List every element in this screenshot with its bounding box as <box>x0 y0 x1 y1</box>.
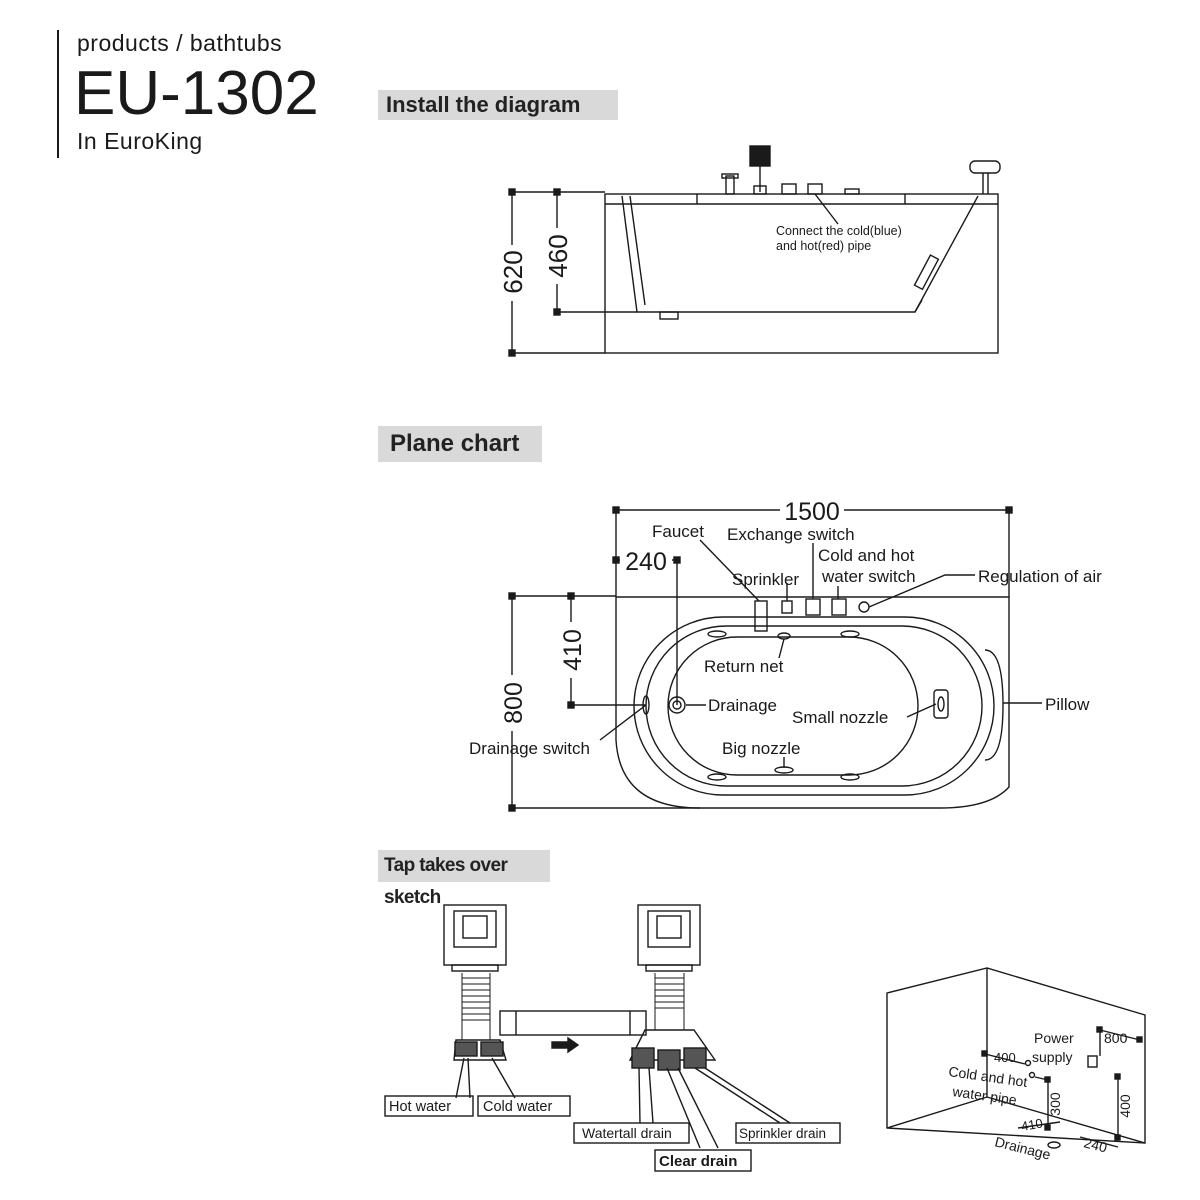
label-drainage-switch: Drainage switch <box>469 739 590 758</box>
dim-240: 240 <box>625 548 667 576</box>
label-sprinkler: Sprinkler <box>732 570 799 589</box>
tub-rim-outer <box>633 616 995 796</box>
air-regulator-icon <box>969 160 1001 174</box>
label-cold-hot-2: water switch <box>821 567 916 586</box>
right-tap-handle <box>637 904 701 966</box>
section-install-heading: Install the diagram <box>378 90 618 120</box>
tub-side-inner <box>621 195 979 313</box>
label-power: Power <box>1034 1030 1074 1046</box>
dim-1500: 1500 <box>784 498 840 526</box>
dim-620: 620 <box>498 250 528 293</box>
label-regulation-of-air: Regulation of air <box>978 567 1102 586</box>
label-return-net: Return net <box>704 657 784 676</box>
dim-800: 800 <box>500 682 528 724</box>
label-clear-drain: Clear drain <box>659 1153 737 1170</box>
install-diagram <box>498 145 1001 357</box>
label-drainage: Drainage <box>708 696 777 715</box>
label-cold-hot-1: Cold and hot <box>818 546 915 565</box>
faucet-icon <box>754 600 768 632</box>
label-faucet: Faucet <box>652 522 704 541</box>
small-nozzle-icon <box>933 689 949 719</box>
dim-410: 410 <box>559 629 587 671</box>
breadcrumb: products / bathtubs <box>77 30 283 56</box>
room-dim-410: 410 <box>1020 1115 1044 1134</box>
return-net-icon <box>777 632 791 640</box>
page-title: EU-1302 <box>74 59 319 128</box>
note-cold-blue: Connect the cold(blue) <box>776 224 902 238</box>
room-sketch <box>886 967 1146 1149</box>
header-divider <box>57 30 59 158</box>
faucet-handle-icon <box>749 145 771 167</box>
room-dim-300: 300 <box>1047 1092 1063 1116</box>
pillow-shape <box>984 649 1004 761</box>
room-dim-800: 800 <box>1104 1030 1128 1046</box>
cold-hot-switch-icon <box>831 598 847 616</box>
section-tap-heading: Tap takes over sketch <box>378 850 550 908</box>
label-cold-water: Cold water <box>483 1099 552 1115</box>
flow-arrow-icon <box>551 1036 580 1054</box>
label-small-nozzle: Small nozzle <box>792 708 888 727</box>
tub-basin <box>667 636 919 776</box>
tub-side-outline <box>604 193 999 354</box>
brand-subtitle: In EuroKing <box>77 128 203 154</box>
plane-chart <box>498 498 1042 812</box>
note-hot-red: and hot(red) pipe <box>776 239 871 253</box>
drain-hole-icon <box>1047 1141 1061 1149</box>
exchange-switch-icon <box>805 598 821 616</box>
label-supply: supply <box>1032 1049 1072 1065</box>
dim-460: 460 <box>543 234 573 277</box>
room-box-outline <box>886 967 1146 1144</box>
label-big-nozzle: Big nozzle <box>722 739 800 758</box>
power-supply-icon <box>1087 1055 1098 1068</box>
room-dim-400-v: 400 <box>1117 1094 1133 1118</box>
left-tap-handle <box>443 904 507 966</box>
label-pillow: Pillow <box>1045 695 1090 714</box>
sprinkler-icon <box>781 600 793 614</box>
tap-sketch <box>384 904 841 1172</box>
label-sprinkler-drain: Sprinkler drain <box>739 1126 826 1141</box>
section-plane-heading: Plane chart <box>378 426 542 462</box>
regulation-of-air-icon <box>858 601 870 613</box>
label-exchange-switch: Exchange switch <box>727 525 855 544</box>
room-dim-240: 240 <box>1082 1134 1109 1155</box>
label-waterfall-drain: Watertall drain <box>582 1125 672 1141</box>
label-hot-water: Hot water <box>389 1099 451 1115</box>
room-dim-400-h: 400 <box>994 1050 1016 1065</box>
